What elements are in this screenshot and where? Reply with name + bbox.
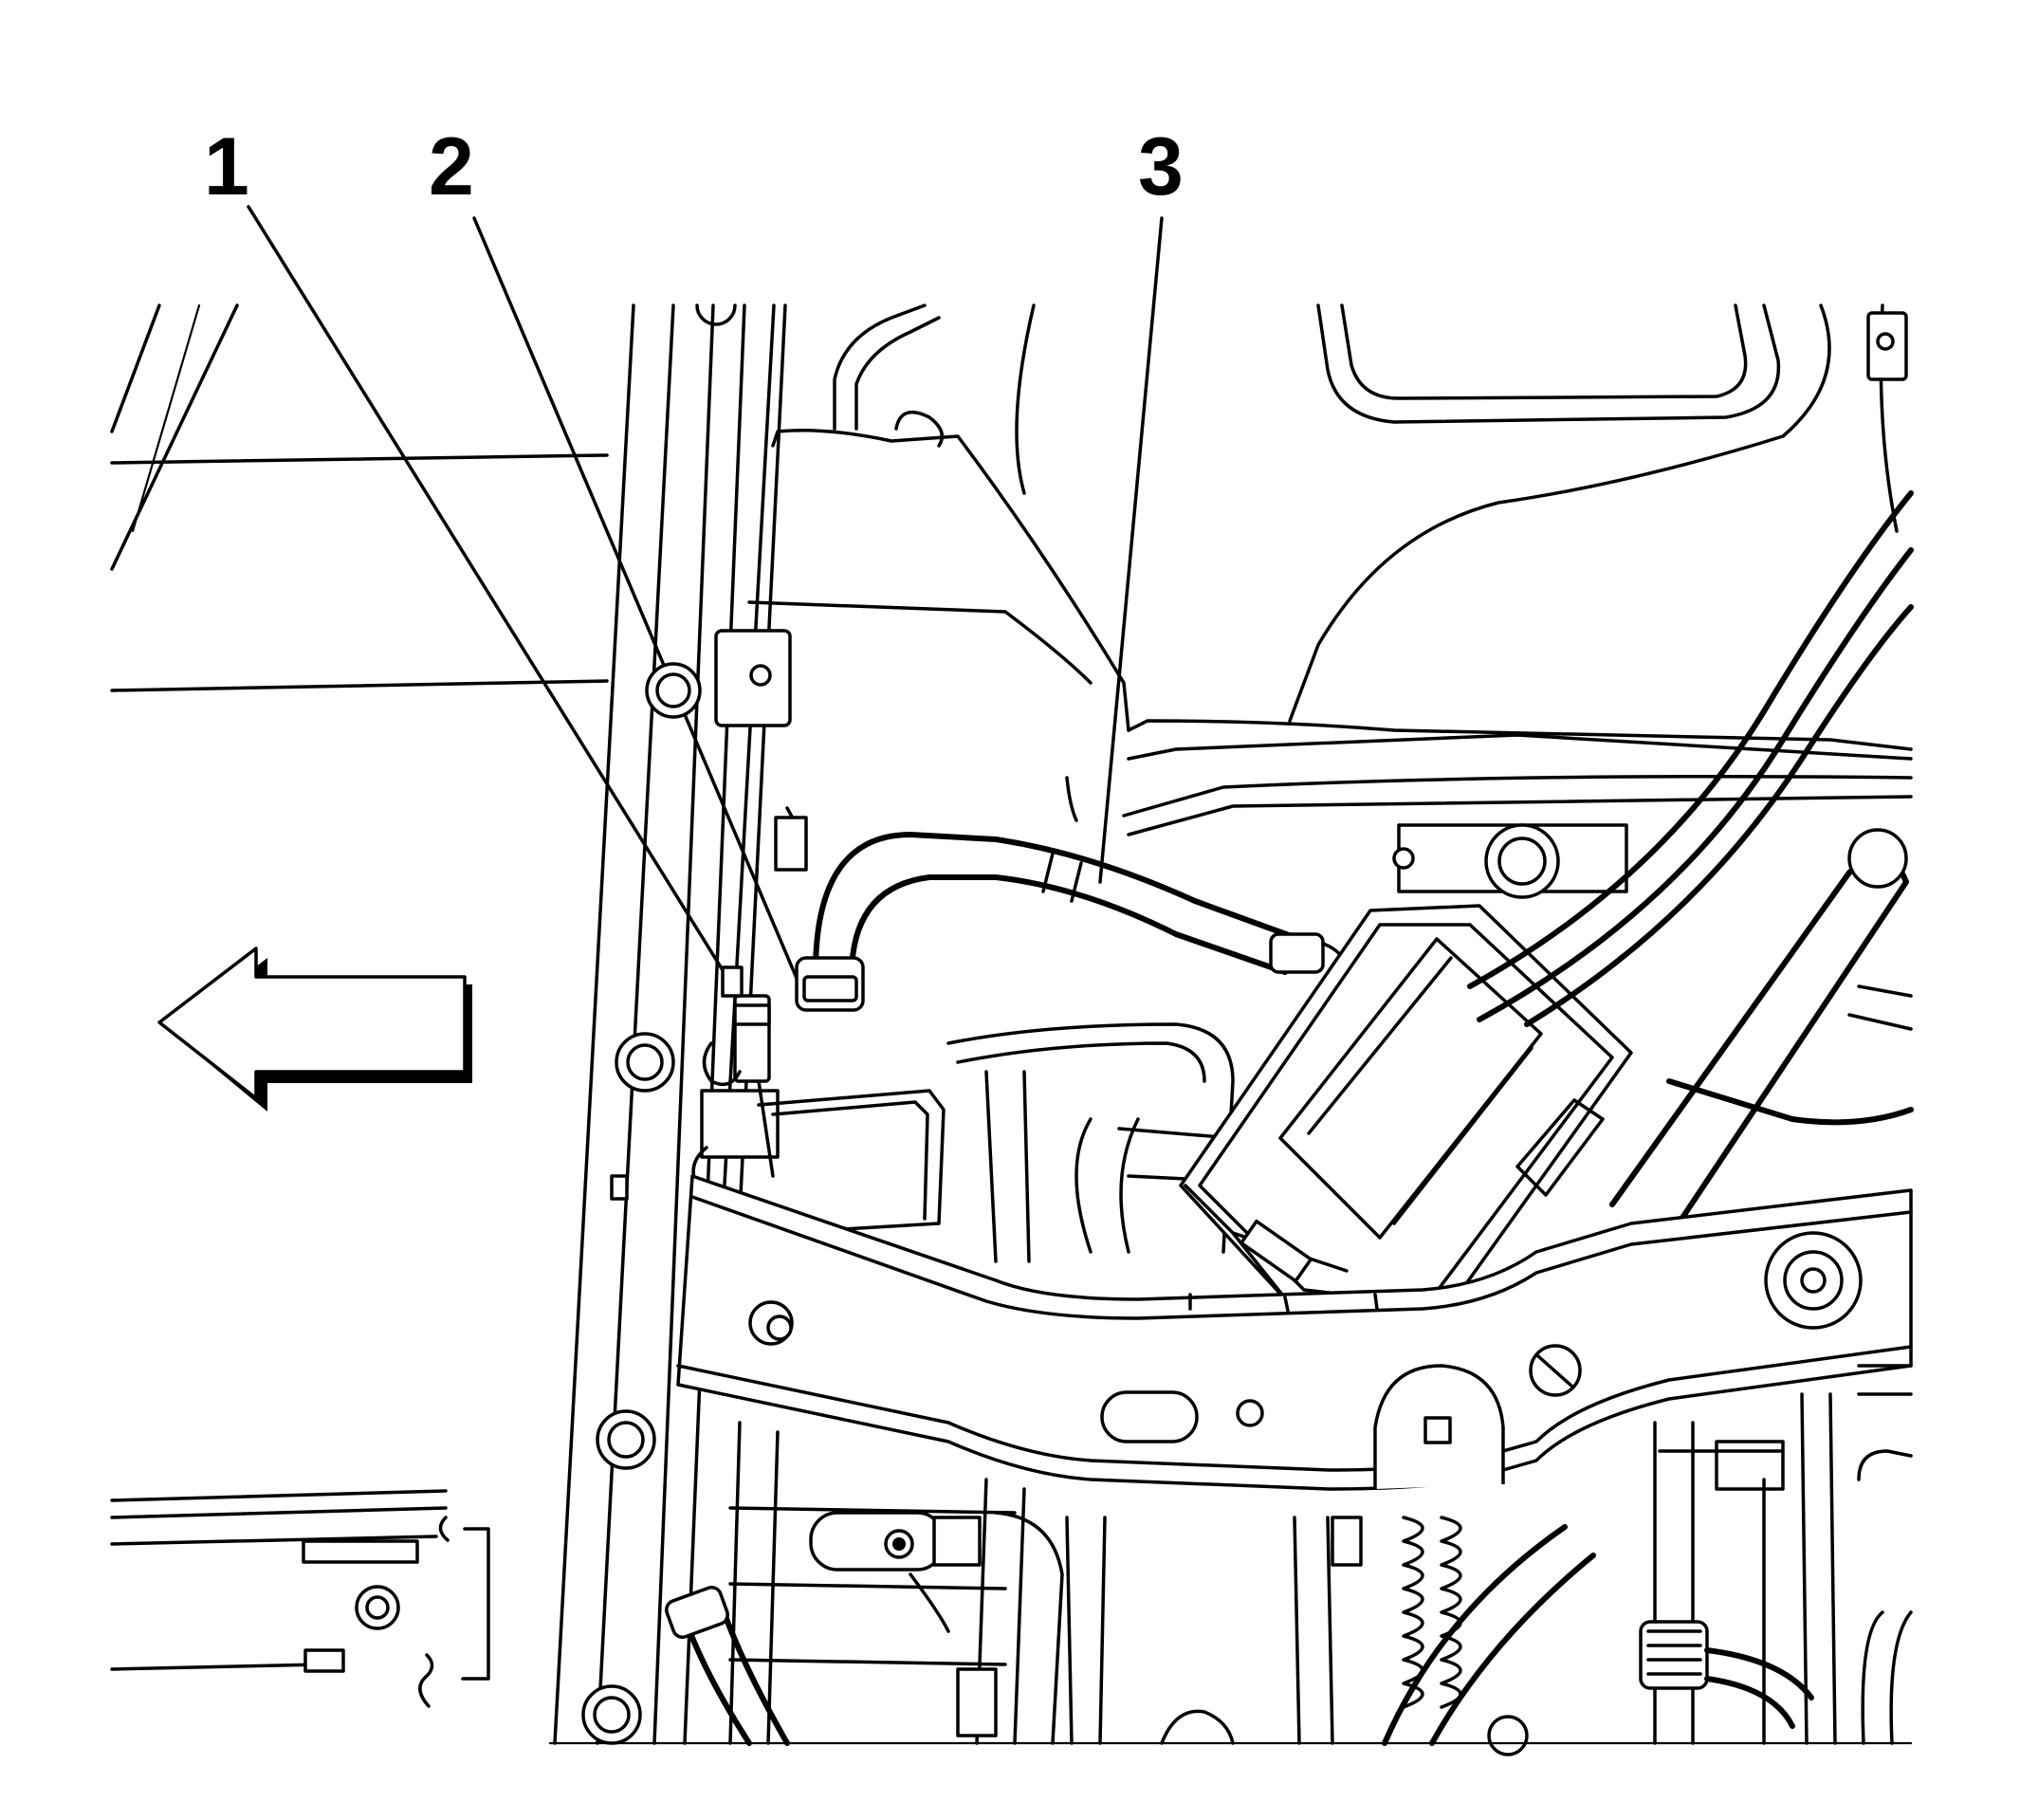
leader-line-2 [472,216,808,1002]
rail-fasteners [581,662,702,1745]
sensor-connector [691,956,865,1197]
coolant-reservoir [714,303,1130,872]
coolant-hose [813,832,1349,993]
lower-radiator-area [665,1364,1913,1756]
air-duct-assembly [757,1022,1235,1263]
leader-lines [247,205,1164,1015]
callout-label-1: 1 [204,121,249,212]
mount-bolt [1392,823,1628,899]
callout-label-2: 2 [429,121,474,212]
front-crossmember [676,1174,1913,1491]
leader-line-3 [1098,216,1164,884]
radiator-support-rails [553,303,787,1745]
left-body-panel [110,303,609,1708]
wiring-harness [1467,490,1914,1226]
callout-label-3: 3 [1138,121,1184,212]
ignition-module [1179,904,1633,1320]
leader-line-1 [247,205,751,1015]
upper-right-panel [1122,303,1913,836]
coil-spring [1402,1516,1462,1709]
left-arrow-icon [157,947,472,1112]
